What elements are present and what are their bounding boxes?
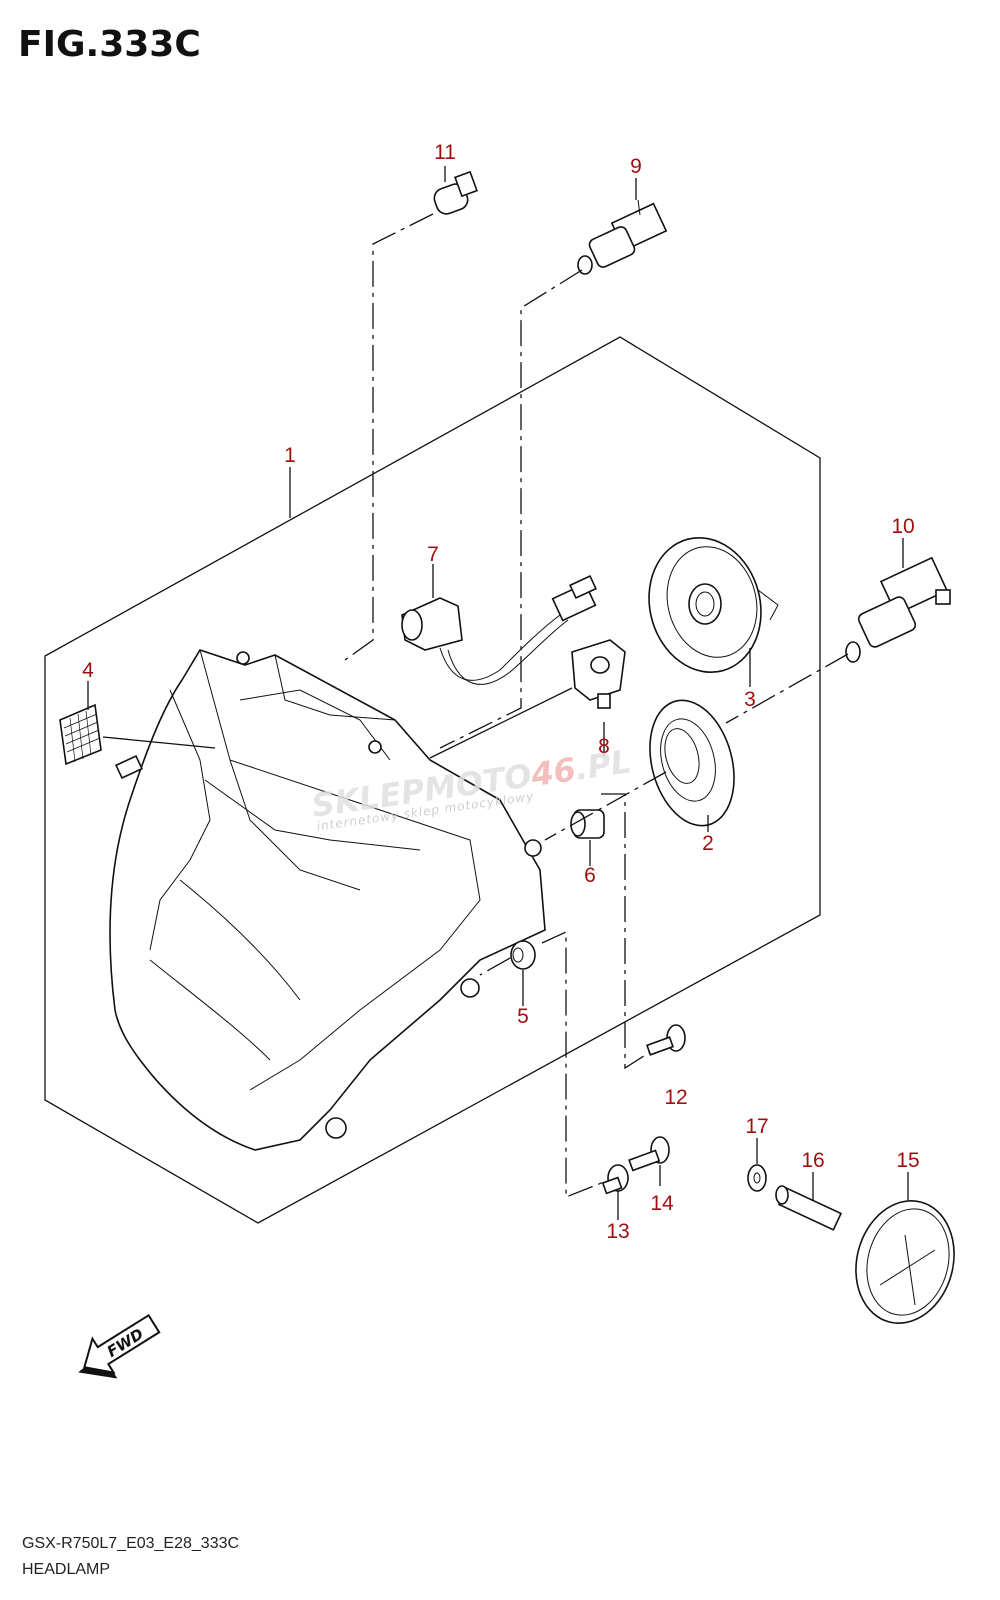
model-code: GSX-R750L7_E03_E28_333C xyxy=(22,1535,239,1552)
headlight-bulb-h9 xyxy=(577,199,668,275)
callout-4: 4 xyxy=(82,659,94,682)
headlamp-housing xyxy=(109,649,546,1151)
callout-6: 6 xyxy=(584,864,596,887)
callout-13: 13 xyxy=(606,1220,629,1243)
callout-2: 2 xyxy=(702,832,714,855)
callout-7: 7 xyxy=(427,543,439,566)
rubber-cap xyxy=(649,699,735,827)
callout-8: 8 xyxy=(598,735,610,758)
dust-cover xyxy=(648,536,779,674)
washer-17 xyxy=(747,1164,767,1192)
figure-title: FIG.333C xyxy=(18,24,201,65)
callout-9: 9 xyxy=(630,155,642,178)
reflector-pattern xyxy=(63,710,101,763)
screw-12 xyxy=(645,1024,686,1056)
figure-caption: HEADLAMP xyxy=(22,1561,110,1578)
callout-16: 16 xyxy=(801,1149,824,1172)
position-lamp-bulb xyxy=(433,170,478,215)
leader-lines xyxy=(87,166,909,1220)
callout-numbers: 1 2 3 4 5 6 7 8 9 10 11 12 13 14 15 16 1… xyxy=(82,141,920,1243)
cap-15 xyxy=(855,1200,955,1324)
watermark: SKLEPMOTO46.PL internetowy sklep motocyk… xyxy=(309,742,634,833)
fwd-arrow: FWD xyxy=(78,1313,161,1379)
callout-5: 5 xyxy=(517,1005,529,1028)
bolt-14 xyxy=(628,1136,670,1172)
callout-11: 11 xyxy=(434,141,456,164)
headlight-bulb-h10 xyxy=(845,556,951,663)
callout-1: 1 xyxy=(284,444,296,467)
bulb-socket-harness xyxy=(401,574,597,685)
callout-10: 10 xyxy=(891,515,914,538)
callout-15: 15 xyxy=(896,1149,919,1172)
callout-12: 12 xyxy=(664,1086,687,1109)
assembly-frame xyxy=(44,336,821,1224)
watermark-brand-number: 46 xyxy=(528,750,578,794)
grommet-small xyxy=(510,940,536,970)
grommet-large xyxy=(570,809,605,839)
callout-14: 14 xyxy=(650,1192,674,1215)
watermark-brand-suffix: .PL xyxy=(573,742,634,787)
position-lamp-socket xyxy=(571,639,626,709)
callout-17: 17 xyxy=(745,1115,768,1138)
collar-13 xyxy=(601,1164,629,1195)
callout-3: 3 xyxy=(744,688,756,711)
spacer-16 xyxy=(775,1185,843,1231)
